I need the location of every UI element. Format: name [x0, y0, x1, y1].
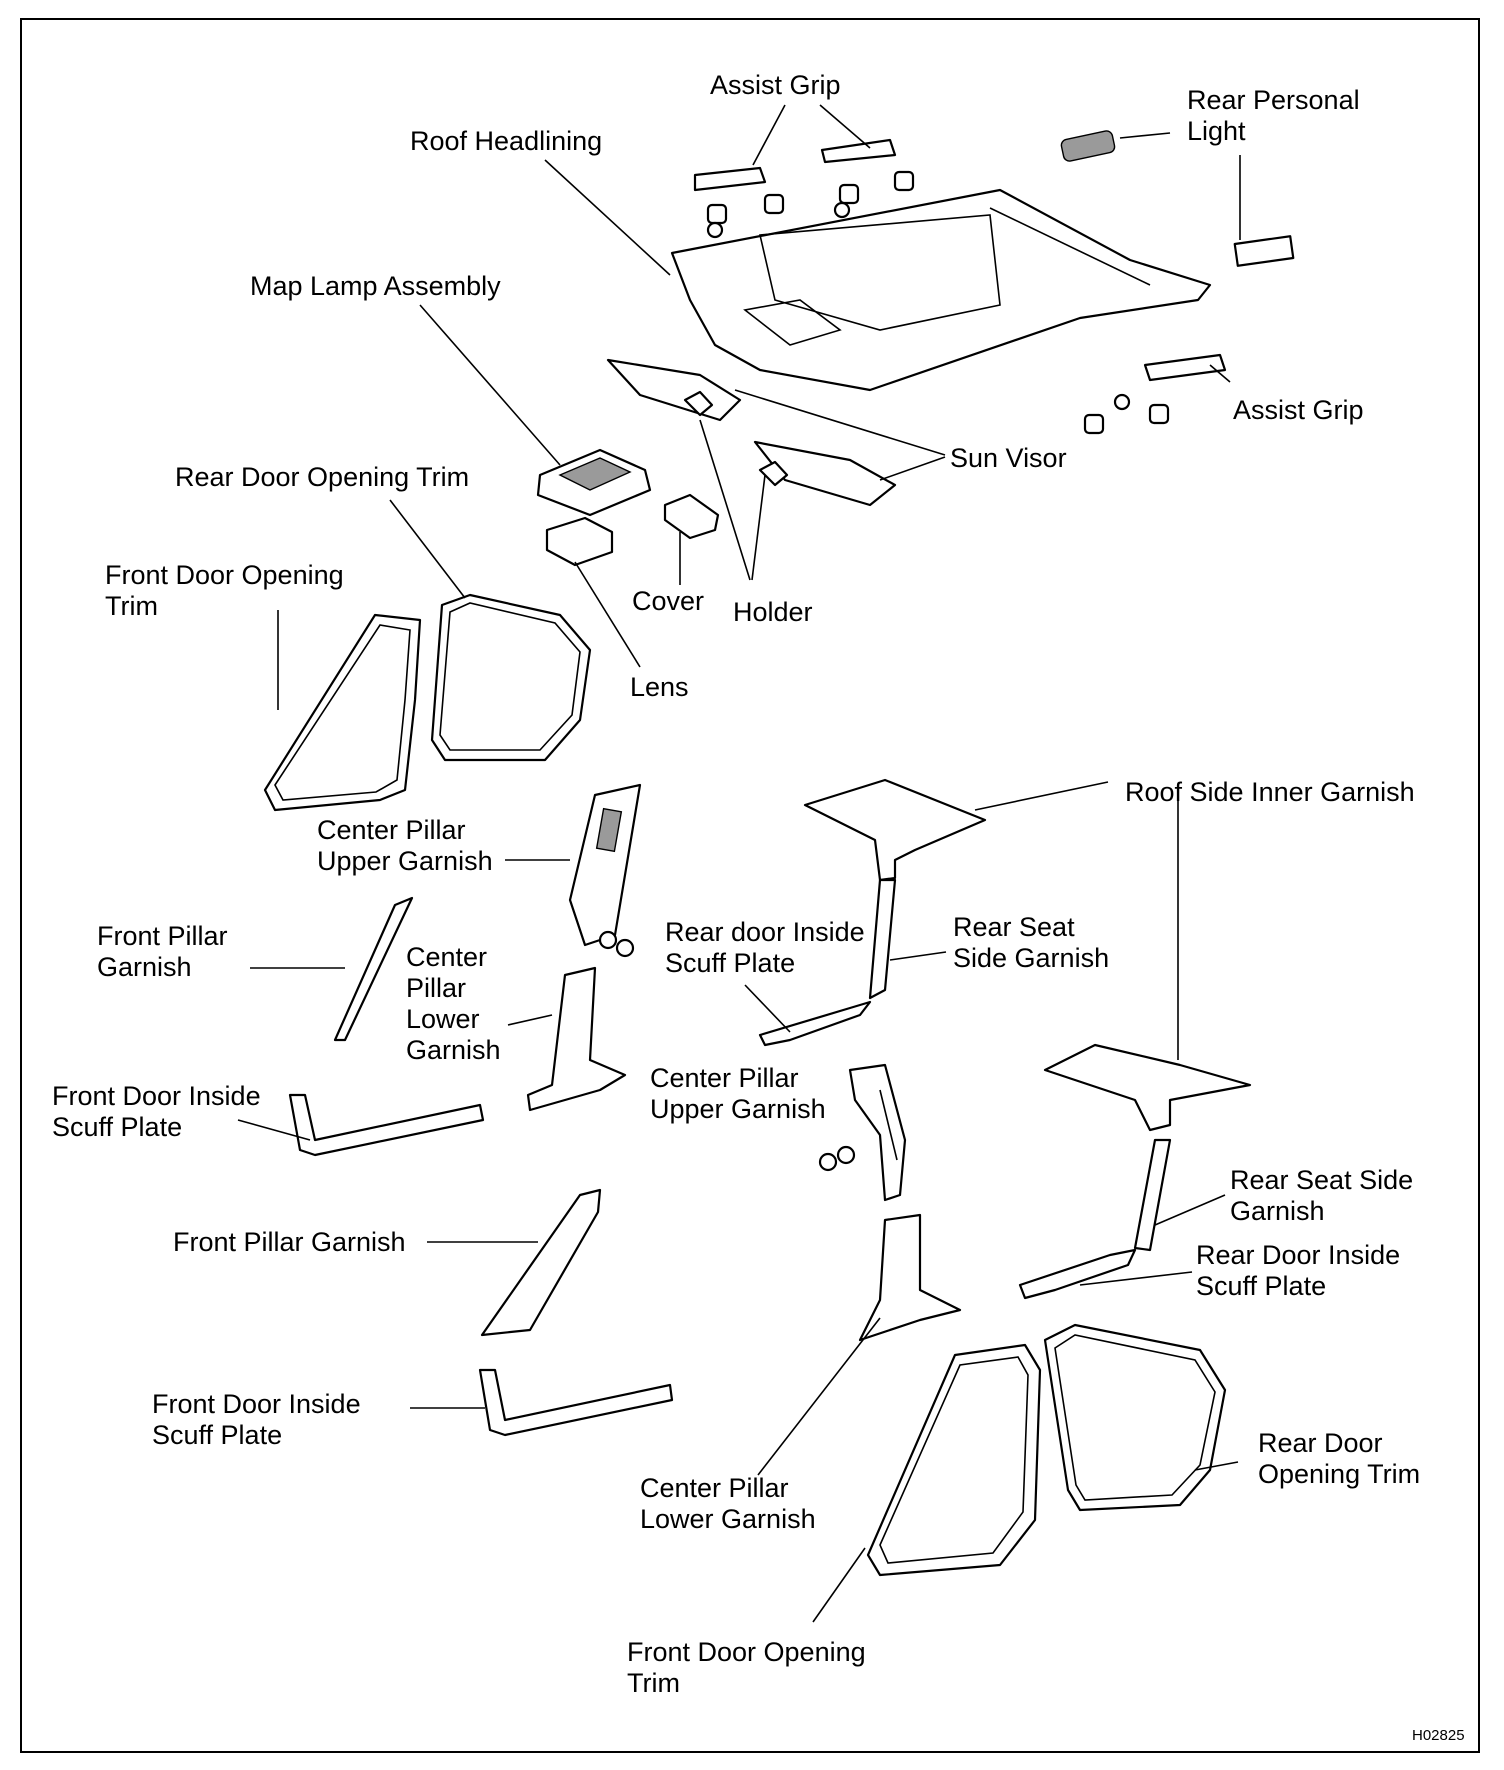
rear-door-inside-scuff-plate-mid-part [758, 1000, 872, 1047]
label-cover: Cover [632, 586, 705, 616]
label-front-pillar-garnish-left: Front Pillar Garnish [97, 921, 228, 982]
label-front-door-opening-trim-bottom: Front Door Opening Trim [627, 1637, 866, 1698]
label-rear-door-opening-trim-top: Rear Door Opening Trim [175, 462, 470, 492]
rear-door-opening-trim-bottom-part [1043, 1323, 1227, 1512]
center-pillar-upper-garnish-left-part [568, 783, 642, 958]
label-rear-door-inside-scuff-plate-right: Rear Door Inside Scuff Plate [1196, 1240, 1401, 1301]
front-door-inside-scuff-plate-left-part [288, 1093, 485, 1157]
lens-part [545, 516, 614, 567]
label-rear-door-opening-trim-bottom: Rear Door Opening Trim [1258, 1428, 1421, 1489]
assist-grip-top-parts [693, 138, 915, 239]
label-center-pillar-lower-garnish-bottom: Center Pillar Lower Garnish [640, 1473, 816, 1534]
cover-part [663, 493, 720, 540]
label-rear-seat-side-garnish-mid: Rear Seat Side Garnish [953, 912, 1110, 973]
label-center-pillar-upper-garnish-mid: Center Pillar Upper Garnish [650, 1063, 826, 1124]
label-center-pillar-upper-garnish-left: Center Pillar Upper Garnish [317, 815, 493, 876]
front-pillar-garnish-lower-part [480, 1188, 602, 1337]
assist-grip-right-part [1083, 353, 1227, 435]
rear-door-inside-scuff-plate-right-part [1018, 1248, 1137, 1300]
label-front-door-opening-trim-top: Front Door Opening Trim [105, 560, 344, 621]
map-lamp-assembly-part [536, 448, 720, 567]
rear-door-opening-trim-top-part [430, 593, 592, 762]
label-map-lamp-assembly: Map Lamp Assembly [250, 271, 501, 301]
sun-visor-parts [606, 358, 897, 507]
drawing-code: H02825 [1412, 1727, 1465, 1744]
roof-headlining-part [670, 188, 1212, 392]
rear-seat-side-garnish-right-part [1133, 1138, 1172, 1252]
label-front-pillar-garnish-lower: Front Pillar Garnish [173, 1227, 406, 1257]
leader-lines [237, 104, 1241, 1623]
label-center-pillar-lower-garnish-left: Center Pillar Lower Garnish [406, 942, 501, 1065]
front-door-opening-trim-bottom-part [866, 1343, 1042, 1577]
roof-side-inner-garnish-mid-part [803, 778, 987, 882]
label-rear-seat-side-garnish-right: Rear Seat Side Garnish [1230, 1165, 1414, 1226]
label-sun-visor: Sun Visor [950, 443, 1067, 473]
rear-personal-light-part [1060, 130, 1295, 267]
center-pillar-lower-garnish-bottom-part [858, 1213, 962, 1342]
center-pillar-upper-garnish-mid-part [818, 1063, 907, 1202]
front-door-inside-scuff-plate-lower-part [478, 1368, 674, 1437]
label-assist-grip-right: Assist Grip [1233, 395, 1364, 425]
label-rear-door-inside-scuff-plate-mid: Rear door Inside Scuff Plate [665, 917, 865, 978]
front-door-opening-trim-top-part [263, 613, 422, 812]
label-front-door-inside-scuff-plate-lower: Front Door Inside Scuff Plate [152, 1389, 361, 1450]
label-lens: Lens [630, 672, 689, 702]
label-holder: Holder [733, 597, 813, 627]
center-pillar-lower-garnish-left-part [526, 966, 627, 1112]
label-assist-grip-top: Assist Grip [710, 70, 841, 100]
rear-seat-side-garnish-mid-part [868, 878, 897, 1000]
label-roof-side-inner-garnish: Roof Side Inner Garnish [1125, 777, 1415, 807]
front-pillar-garnish-left-part [333, 896, 414, 1042]
label-roof-headlining: Roof Headlining [410, 126, 603, 156]
label-rear-personal-light: Rear Personal Light [1187, 85, 1360, 146]
roof-side-inner-garnish-right-part [1043, 1043, 1252, 1132]
label-front-door-inside-scuff-plate-left: Front Door Inside Scuff Plate [52, 1081, 261, 1142]
